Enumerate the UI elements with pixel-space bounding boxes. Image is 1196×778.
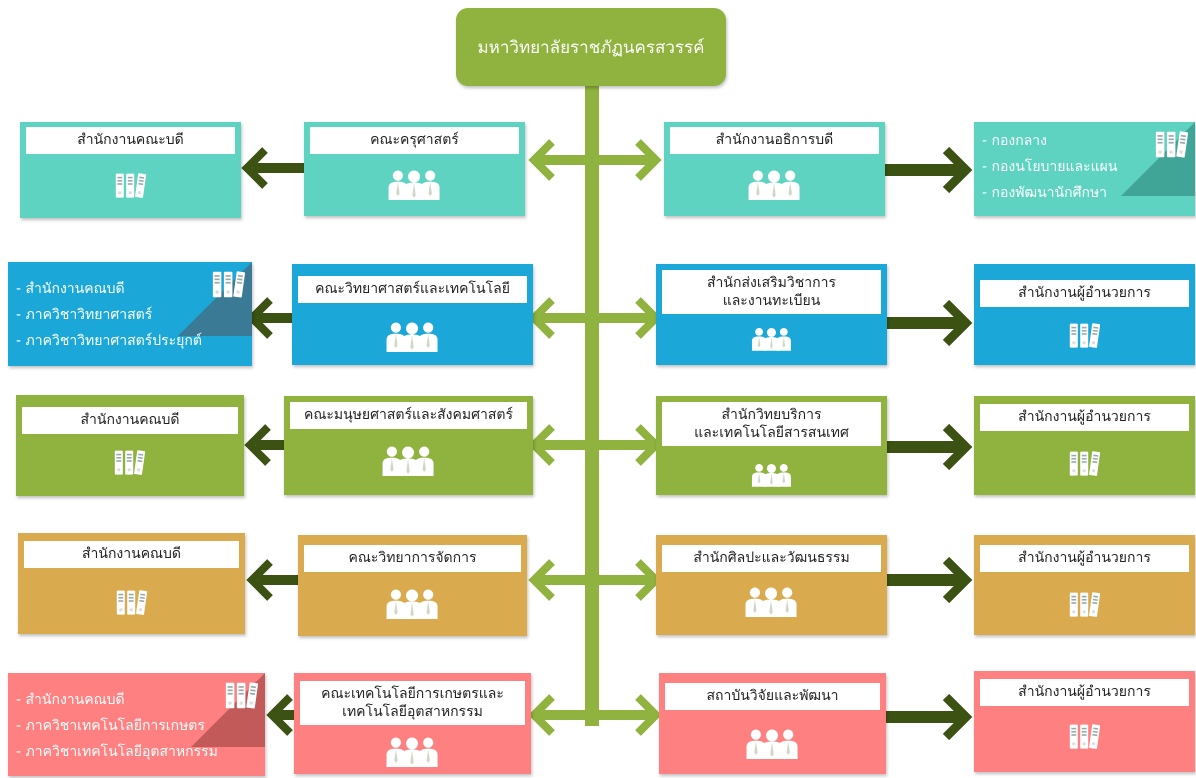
branch-arrowhead-left xyxy=(528,694,555,736)
list-item: - กองกลาง xyxy=(982,133,1047,149)
link-arrowhead-right xyxy=(942,693,973,741)
binders-icon xyxy=(974,723,1195,750)
binders-icon xyxy=(1155,130,1189,163)
faculty-box-left-3: คณะมนุษยศาสตร์และสังคมศาสตร์ xyxy=(284,396,533,495)
binders-icon xyxy=(974,591,1195,618)
link-arrowhead-left xyxy=(244,424,271,466)
faculty-title: คณะครุศาสตร์ xyxy=(310,127,519,154)
binders-icon xyxy=(20,172,241,199)
unit-box-right-1: สำนักงานอธิการบดี xyxy=(664,122,885,216)
list-item: - ภาควิชาเทคโนโลยีอุตสาหกรรม xyxy=(16,744,218,760)
university-label: มหาวิทยาลัยราชภัฏนครสวรรค์ xyxy=(477,37,705,58)
faculty-title: คณะเทคโนโลยีการเกษตรและ เทคโนโลยีอุตสาหก… xyxy=(300,681,525,725)
list-item: - กองนโยบายและแผน xyxy=(982,159,1118,175)
unit-title-line2: และเทคโนโลยีสารสนเทศ xyxy=(694,425,849,441)
office-list: - กองกลาง - กองนโยบายและแผน - กองพัฒนานั… xyxy=(982,128,1117,206)
unit-box-right-3: สำนักวิทยบริการ และเทคโนโลยีสารสนเทศ xyxy=(656,396,887,495)
list-item: - ภาควิชาเทคโนโลยีการเกษตร xyxy=(16,718,205,734)
trunk-line xyxy=(585,84,599,726)
link-arrowhead-right xyxy=(942,556,973,604)
list-item: - ภาควิชาวิทยาศาสตร์ประยุกต์ xyxy=(16,333,202,349)
list-item: - สำนักงานคณบดี xyxy=(16,281,125,297)
office-title: สำนักงานคณะบดี xyxy=(26,127,235,154)
people-group-icon xyxy=(292,320,533,353)
office-title: สำนักงานผู้อำนวยการ xyxy=(980,404,1189,431)
office-title: สำนักงานผู้อำนวยการ xyxy=(980,545,1189,572)
office-box-right-3: สำนักงานผู้อำนวยการ xyxy=(974,396,1195,495)
office-title: สำนักงานผู้อำนวยการ xyxy=(980,280,1189,307)
list-item: - กองพัฒนานักศึกษา xyxy=(982,185,1108,201)
binders-icon xyxy=(974,322,1195,349)
binders-icon xyxy=(18,589,245,616)
unit-title-line1: สำนักส่งเสริมวิชาการ xyxy=(707,275,836,291)
university-node: มหาวิทยาลัยราชภัฏนครสวรรค์ xyxy=(456,8,726,86)
office-list-left-2: - สำนักงานคณบดี - ภาควิชาวิทยาศาสตร์ - ภ… xyxy=(8,262,252,366)
link-arrowhead-left xyxy=(246,297,273,339)
faculty-title: คณะมนุษยศาสตร์และสังคมศาสตร์ xyxy=(290,402,527,429)
people-group-icon xyxy=(294,735,531,768)
people-group-icon xyxy=(298,587,527,620)
office-list-left-5: - สำนักงานคณบดี - ภาควิชาเทคโนโลยีการเกษ… xyxy=(8,673,265,776)
unit-box-right-2: สำนักส่งเสริมวิชาการ และงานทะเบียน xyxy=(656,264,887,365)
link-arrowhead-right xyxy=(942,423,973,471)
people-group-icon xyxy=(659,727,886,760)
unit-title: สถาบันวิจัยและพัฒนา xyxy=(665,683,880,710)
office-title: สำนักงานคณบดี xyxy=(24,541,239,568)
faculty-box-left-2: คณะวิทยาศาสตร์และเทคโนโลยี xyxy=(292,264,533,365)
people-group-icon xyxy=(284,444,533,477)
unit-title-line2: และงานทะเบียน xyxy=(722,293,821,309)
binders-icon xyxy=(225,681,259,714)
binders-icon xyxy=(974,450,1195,477)
link-arrowhead-left xyxy=(266,694,293,736)
people-group-icon xyxy=(656,326,887,351)
office-title: สำนักงานคณบดี xyxy=(22,407,238,434)
faculty-box-left-5: คณะเทคโนโลยีการเกษตรและ เทคโนโลยีอุตสาหก… xyxy=(294,673,531,774)
office-title: สำนักงานผู้อำนวยการ xyxy=(980,679,1189,706)
unit-title: สำนักส่งเสริมวิชาการ และงานทะเบียน xyxy=(662,270,881,314)
office-list: - สำนักงานคณบดี - ภาควิชาวิทยาศาสตร์ - ภ… xyxy=(16,276,202,354)
faculty-title-line1: คณะเทคโนโลยีการเกษตรและ xyxy=(321,686,504,702)
binders-icon xyxy=(212,270,246,303)
branch-arrowhead-left xyxy=(528,297,555,339)
branch-arrowhead-left xyxy=(528,559,555,601)
people-group-icon xyxy=(656,462,887,487)
unit-box-right-4: สำนักศิลปะและวัฒนธรรม xyxy=(656,535,887,635)
unit-title: สำนักงานอธิการบดี xyxy=(670,127,879,154)
link-arrowhead-left xyxy=(241,147,268,189)
office-list: - สำนักงานคณบดี - ภาควิชาเทคโนโลยีการเกษ… xyxy=(16,687,218,765)
link-arrowhead-right xyxy=(942,146,973,194)
link-arrowhead-left xyxy=(246,559,273,601)
faculty-box-left-4: คณะวิทยาการจัดการ xyxy=(298,535,527,636)
office-box-right-2: สำนักงานผู้อำนวยการ xyxy=(974,264,1195,365)
office-box-left-3: สำนักงานคณบดี xyxy=(16,395,244,496)
people-group-icon xyxy=(304,168,525,201)
office-box-left-4: สำนักงานคณบดี xyxy=(18,533,245,634)
branch-arrowhead-left xyxy=(528,424,555,466)
unit-box-right-5: สถาบันวิจัยและพัฒนา xyxy=(659,673,886,774)
branch-arrowhead-right xyxy=(635,694,662,736)
faculty-title-line2: เทคโนโลยีอุตสาหกรรม xyxy=(342,704,483,720)
faculty-box-left-1: คณะครุศาสตร์ xyxy=(304,122,525,216)
list-item: - สำนักงานคณบดี xyxy=(16,692,125,708)
unit-title-line1: สำนักวิทยบริการ xyxy=(721,407,822,423)
office-list-right-1: - กองกลาง - กองนโยบายและแผน - กองพัฒนานั… xyxy=(974,122,1195,216)
office-box-left-1: สำนักงานคณะบดี xyxy=(20,122,241,218)
link-arrowhead-right xyxy=(942,299,973,347)
people-group-icon xyxy=(656,585,887,618)
branch-arrowhead-right xyxy=(635,139,662,181)
office-box-right-5: สำนักงานผู้อำนวยการ xyxy=(974,671,1195,772)
faculty-title: คณะวิทยาศาสตร์และเทคโนโลยี xyxy=(298,276,527,303)
people-group-icon xyxy=(664,168,885,201)
branch-arrowhead-left xyxy=(528,139,555,181)
binders-icon xyxy=(16,449,244,476)
unit-title: สำนักศิลปะและวัฒนธรรม xyxy=(662,545,881,572)
office-box-right-4: สำนักงานผู้อำนวยการ xyxy=(974,535,1195,635)
list-item: - ภาควิชาวิทยาศาสตร์ xyxy=(16,307,153,323)
faculty-title: คณะวิทยาการจัดการ xyxy=(304,545,521,572)
unit-title: สำนักวิทยบริการ และเทคโนโลยีสารสนเทศ xyxy=(662,402,881,446)
